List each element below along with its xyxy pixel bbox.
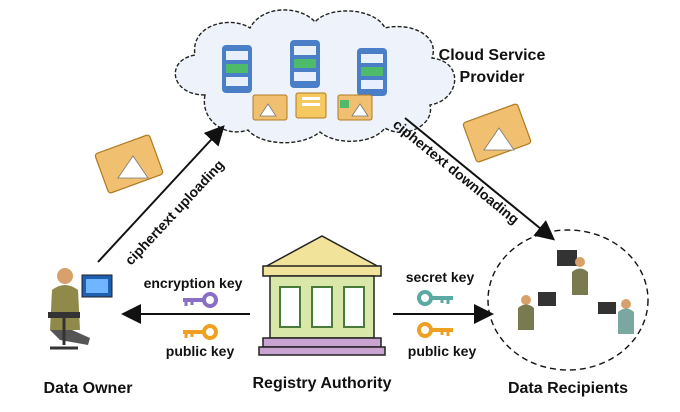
public-key-label-left: public key [166, 343, 235, 359]
encrypted-folder-icon [252, 94, 288, 121]
data-owner-label: Data Owner [44, 380, 133, 397]
registry-authority-label: Registry Authority [253, 375, 392, 392]
upload-arrow [97, 125, 225, 263]
document-folder-icon [295, 92, 327, 119]
secret-key-label: secret key [406, 269, 475, 285]
server-icon [222, 45, 252, 93]
encryption-key-label: encryption key [144, 275, 243, 291]
encrypted-folder-icon [337, 94, 373, 121]
recipient-person-icon [557, 250, 588, 295]
orange-key-icon [183, 324, 218, 340]
encrypted-folder-icon [94, 134, 164, 194]
recipient-person-icon [518, 292, 556, 330]
cloud-service-provider [174, 9, 456, 144]
cloud-provider-label-line1: Cloud Service [439, 47, 546, 64]
registry-authority-building [258, 235, 386, 356]
orange-key-icon [417, 322, 453, 338]
server-icon [357, 48, 387, 96]
public-key-label-right: public key [408, 343, 477, 359]
data-recipients-group [487, 229, 649, 371]
data-recipients-label: Data Recipients [508, 380, 628, 397]
data-owner-icon [48, 268, 113, 350]
encrypted-folder-icon [462, 103, 532, 163]
recipient-person-icon [598, 299, 634, 334]
cloud-provider-label-line2: Provider [460, 69, 525, 86]
download-arrow [404, 117, 556, 241]
purple-key-icon [183, 292, 218, 308]
server-icon [290, 40, 320, 88]
teal-key-icon [417, 290, 453, 306]
